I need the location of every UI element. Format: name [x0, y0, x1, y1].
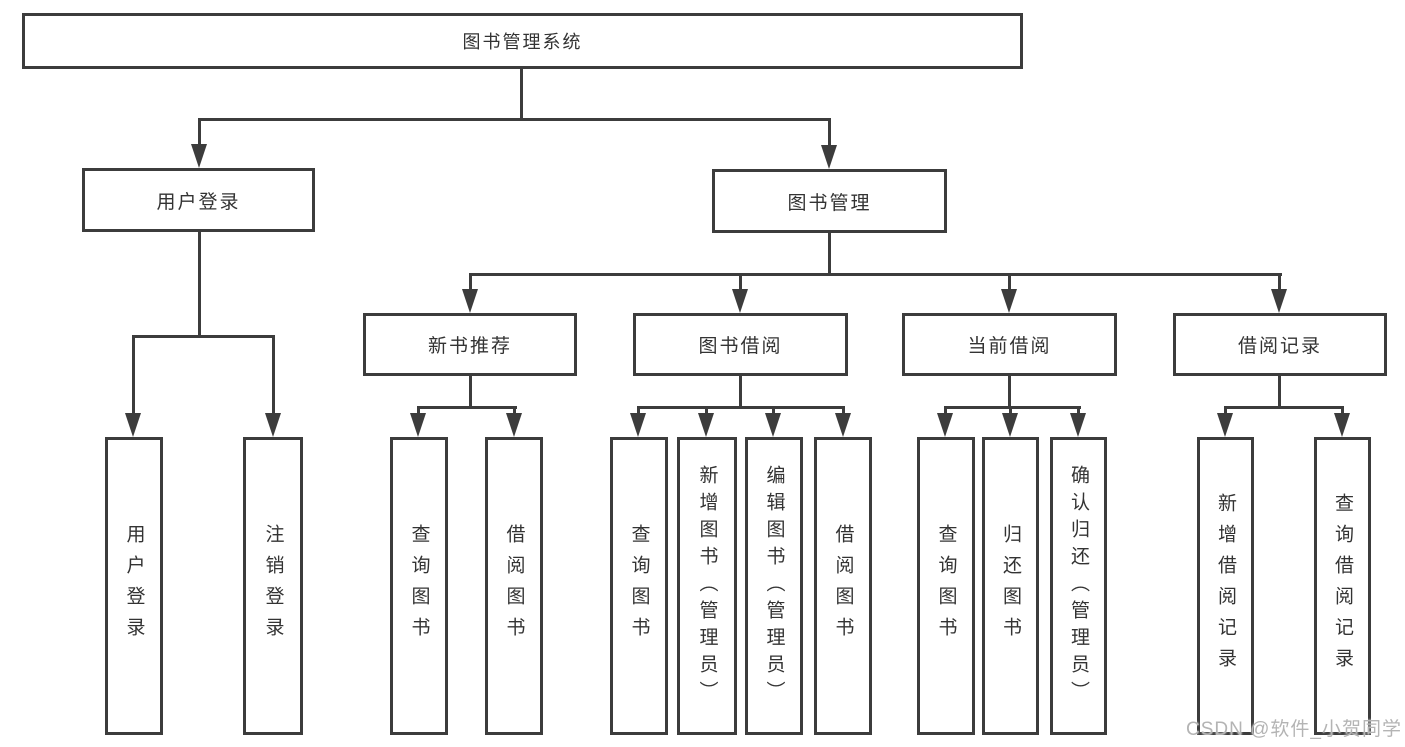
node-borrow-records-label: 借阅记录	[1237, 336, 1322, 357]
node-book-management-label: 图书管理	[787, 192, 872, 214]
leaf-edit-books-admin-label: 编辑图书（管理员）	[763, 464, 785, 708]
leaf-query-books-recommend-label: 查询图书	[408, 524, 430, 648]
leaf-user-login-label: 用户登录	[123, 524, 145, 648]
connector-drop-new-book-recommend	[469, 273, 472, 291]
connector-book-management-stem	[828, 233, 831, 275]
leaf-query-books-borrow: 查询图书	[610, 437, 668, 735]
node-book-borrow-label: 图书借阅	[698, 336, 783, 357]
leaf-confirm-return-admin-label: 确认归还（管理员）	[1068, 464, 1089, 708]
connector-drop-add-borrow-record	[1224, 406, 1227, 416]
node-user-login: 用户登录	[82, 168, 315, 232]
node-current-borrow-label: 当前借阅	[967, 336, 1052, 357]
connector-book-borrow-bus	[637, 406, 845, 409]
connector-drop-query-books-recommend	[417, 406, 420, 416]
leaf-query-borrow-record-label: 查询借阅记录	[1332, 493, 1353, 679]
connector-drop-leaf-user-login	[132, 335, 135, 415]
connector-drop-borrow-records	[1278, 273, 1281, 291]
leaf-logout: 注销登录	[243, 437, 303, 735]
arrowhead-borrow-records	[1271, 289, 1287, 313]
arrowhead-leaf-logout	[265, 413, 281, 437]
connector-user-login-stem	[198, 232, 201, 338]
connector-current-borrow-bus	[944, 406, 1081, 409]
connector-level2-bus	[198, 118, 831, 121]
leaf-add-borrow-record: 新增借阅记录	[1197, 437, 1254, 735]
connector-level3-bus	[469, 273, 1282, 276]
leaf-query-books-current-label: 查询图书	[935, 524, 957, 648]
node-book-management: 图书管理	[712, 169, 947, 233]
arrowhead-leaf-user-login	[125, 413, 141, 437]
connector-drop-edit-books-admin	[772, 406, 775, 416]
arrowhead-book-borrow	[732, 289, 748, 313]
node-current-borrow: 当前借阅	[902, 313, 1117, 376]
connector-drop-user-login	[198, 118, 201, 146]
node-new-book-recommend-label: 新书推荐	[427, 336, 512, 357]
node-user-login-label: 用户登录	[156, 191, 241, 213]
leaf-borrow-books-recommend: 借阅图书	[485, 437, 543, 735]
arrowhead-query-books-current	[937, 413, 953, 437]
connector-drop-book-management	[828, 118, 831, 146]
connector-drop-borrow-books-recommend	[513, 406, 516, 416]
connector-drop-add-books-admin	[705, 406, 708, 416]
leaf-logout-label: 注销登录	[262, 524, 284, 648]
leaf-query-books-recommend: 查询图书	[390, 437, 448, 735]
arrowhead-query-books-borrow	[630, 413, 646, 437]
arrowhead-confirm-return-admin	[1070, 413, 1086, 437]
connector-user-login-bus	[132, 335, 275, 338]
connector-new-book-recommend-stem	[469, 376, 472, 409]
connector-book-borrow-stem	[739, 376, 742, 409]
connector-drop-query-borrow-record	[1341, 406, 1344, 416]
arrowhead-current-borrow	[1001, 289, 1017, 313]
arrowhead-book-management	[821, 145, 837, 169]
connector-current-borrow-stem	[1008, 376, 1011, 409]
node-new-book-recommend: 新书推荐	[363, 313, 577, 376]
arrowhead-borrow-books-recommend	[506, 413, 522, 437]
leaf-add-books-admin-label: 新增图书（管理员）	[696, 464, 718, 708]
node-book-borrow: 图书借阅	[633, 313, 848, 376]
leaf-borrow-books-label: 借阅图书	[832, 524, 854, 648]
connector-drop-current-borrow	[1008, 273, 1011, 291]
root-node-label: 图书管理系统	[462, 32, 583, 52]
connector-drop-return-books	[1009, 406, 1012, 416]
leaf-edit-books-admin: 编辑图书（管理员）	[745, 437, 803, 735]
connector-drop-query-books-current	[944, 406, 947, 416]
connector-drop-leaf-logout	[272, 335, 275, 415]
arrowhead-edit-books-admin	[765, 413, 781, 437]
arrowhead-borrow-books	[835, 413, 851, 437]
arrowhead-new-book-recommend	[462, 289, 478, 313]
connector-borrow-records-stem	[1278, 376, 1281, 409]
node-borrow-records: 借阅记录	[1173, 313, 1387, 376]
arrowhead-add-books-admin	[698, 413, 714, 437]
leaf-user-login: 用户登录	[105, 437, 163, 735]
leaf-confirm-return-admin: 确认归还（管理员）	[1050, 437, 1107, 735]
connector-root-stem	[520, 69, 523, 118]
leaf-add-books-admin: 新增图书（管理员）	[677, 437, 737, 735]
arrowhead-user-login	[191, 144, 207, 168]
arrowhead-return-books	[1002, 413, 1018, 437]
connector-drop-borrow-books	[842, 406, 845, 416]
arrowhead-add-borrow-record	[1217, 413, 1233, 437]
leaf-borrow-books-recommend-label: 借阅图书	[503, 524, 525, 648]
leaf-query-books-borrow-label: 查询图书	[628, 524, 650, 648]
connector-drop-confirm-return-admin	[1077, 406, 1080, 416]
connector-drop-book-borrow	[739, 273, 742, 291]
csdn-watermark: CSDN @软件_小贺同学	[1186, 719, 1402, 740]
connector-borrow-records-bus	[1224, 406, 1344, 409]
connector-drop-query-books-borrow	[637, 406, 640, 416]
leaf-return-books: 归还图书	[982, 437, 1039, 735]
arrowhead-query-borrow-record	[1334, 413, 1350, 437]
connector-new-book-recommend-bus	[417, 406, 517, 409]
leaf-query-borrow-record: 查询借阅记录	[1314, 437, 1371, 735]
leaf-return-books-label: 归还图书	[1000, 524, 1021, 648]
root-node-library-system: 图书管理系统	[22, 13, 1023, 69]
arrowhead-query-books-recommend	[410, 413, 426, 437]
leaf-add-borrow-record-label: 新增借阅记录	[1215, 493, 1236, 679]
leaf-borrow-books: 借阅图书	[814, 437, 872, 735]
leaf-query-books-current: 查询图书	[917, 437, 975, 735]
